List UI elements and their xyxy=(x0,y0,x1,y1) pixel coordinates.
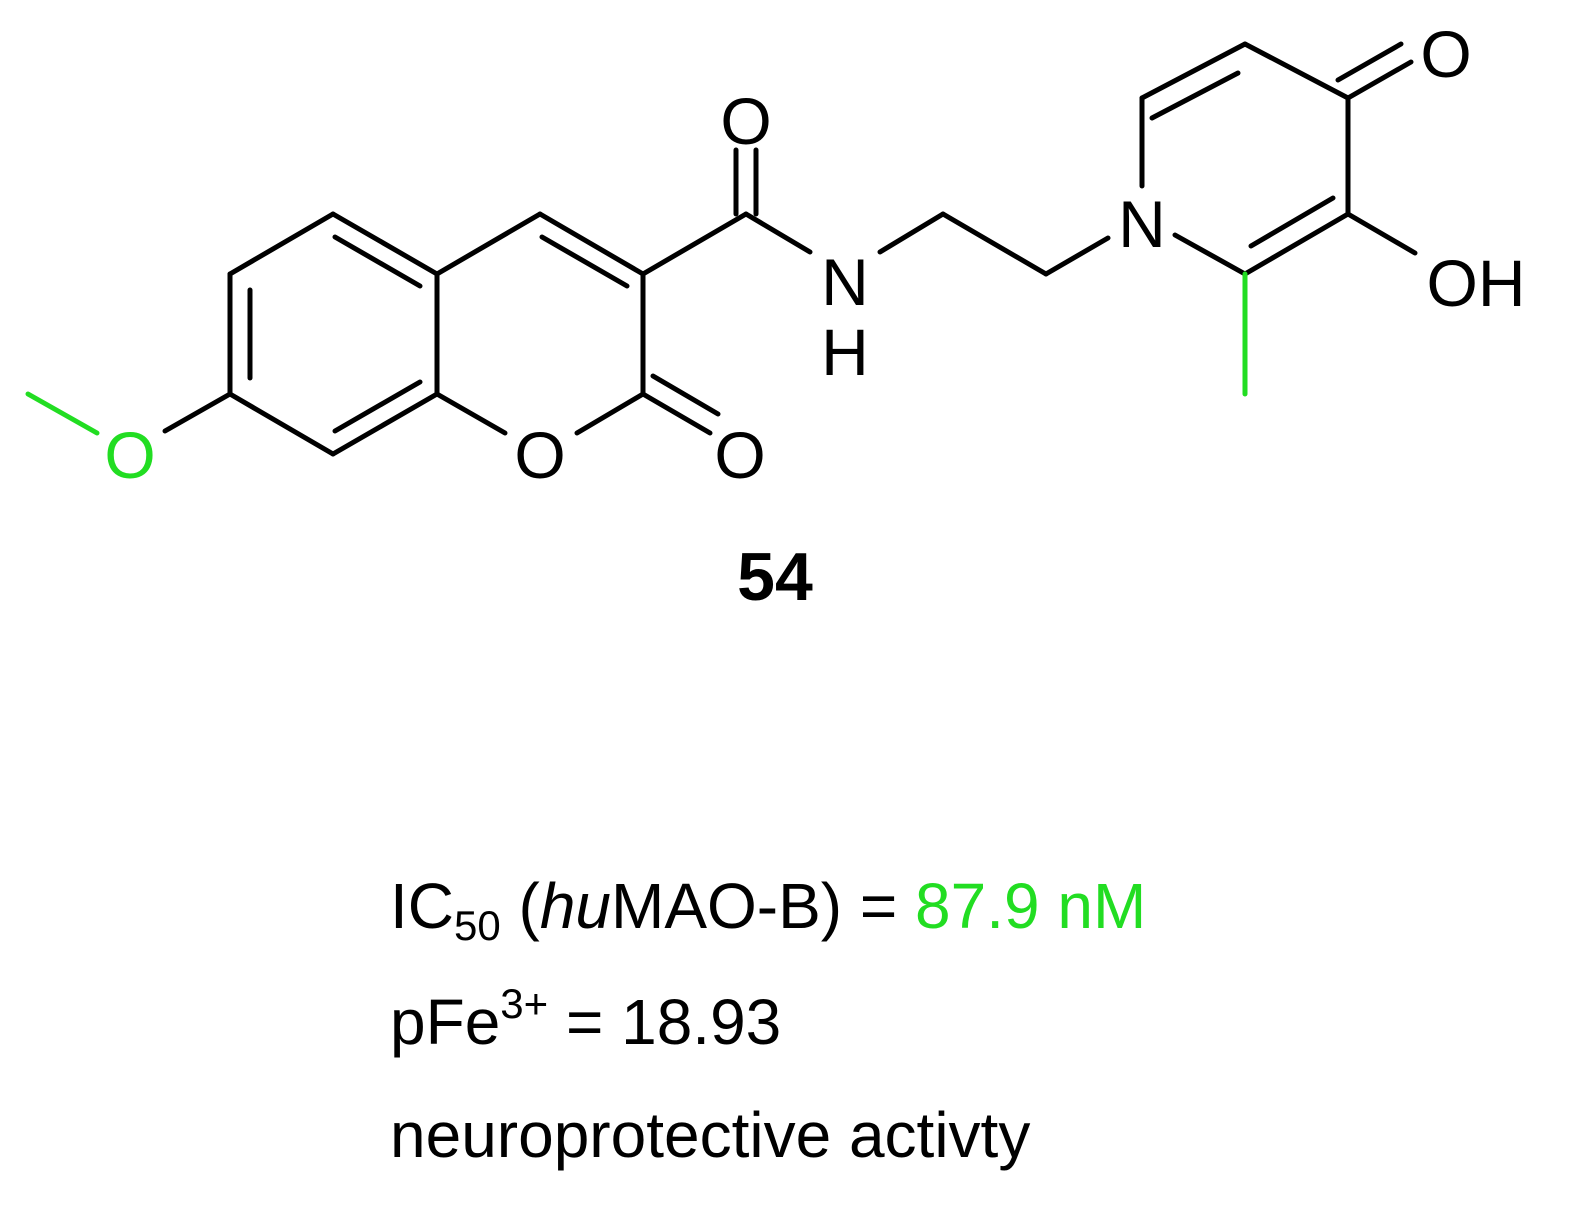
bond xyxy=(434,211,543,277)
ic50-prefix: IC xyxy=(390,870,454,942)
ic50-value: 87.9 nM xyxy=(915,870,1147,942)
ring-oxygen: O xyxy=(514,418,565,492)
bond xyxy=(650,373,721,417)
bond xyxy=(1345,59,1414,101)
lactone-oxygen: O xyxy=(714,418,765,492)
bond xyxy=(574,391,646,436)
bond xyxy=(640,211,749,277)
bond xyxy=(1172,232,1248,277)
amide-oxygen: O xyxy=(720,84,771,158)
hydroxyl-group: OH xyxy=(1427,246,1526,320)
bond xyxy=(1345,211,1418,256)
molecule-structure: O O O O N H N O OH 54 xyxy=(25,17,1526,615)
amide-nitrogen: N xyxy=(821,245,869,319)
amide-hydrogen: H xyxy=(821,315,869,389)
bond xyxy=(1139,41,1248,101)
pfe-value: = 18.93 xyxy=(548,986,782,1058)
bond xyxy=(162,391,233,434)
activity-line: neuroprotective activty xyxy=(390,1099,1031,1171)
bond xyxy=(434,391,508,436)
pfe-line: pFe3+ = 18.93 xyxy=(390,983,781,1055)
bond xyxy=(227,391,336,457)
double-bond-inner xyxy=(539,234,630,289)
bond xyxy=(877,211,946,255)
bonds xyxy=(162,41,1418,457)
pyridinone-nitrogen: N xyxy=(1118,187,1166,261)
pfe-prefix: pFe xyxy=(390,986,501,1058)
bond xyxy=(330,391,440,457)
bond xyxy=(537,211,646,277)
bond xyxy=(1242,211,1351,277)
bond xyxy=(1242,41,1351,101)
ic50-target: MAO-B) = xyxy=(611,870,916,942)
bond xyxy=(1043,235,1111,277)
double-bond-inner xyxy=(332,234,423,289)
double-bond-inner xyxy=(332,379,423,434)
methyl-bond xyxy=(25,391,100,436)
ic50-species: hu xyxy=(539,870,611,942)
methoxy-oxygen: O xyxy=(104,418,155,492)
bond xyxy=(640,391,713,436)
bond xyxy=(227,211,336,277)
pfe-superscript: 3+ xyxy=(500,980,549,1027)
compound-label: 54 xyxy=(737,539,813,615)
ic50-subscript: 50 xyxy=(454,902,501,949)
highlighted-bonds xyxy=(25,271,1248,436)
ic50-open: ( xyxy=(500,870,540,942)
bond xyxy=(940,211,1049,277)
double-bond-inner xyxy=(1248,195,1336,249)
bond xyxy=(1335,41,1404,83)
ketone-oxygen: O xyxy=(1420,17,1471,91)
double-bond-inner xyxy=(1149,70,1241,121)
ic50-line: IC50 (huMAO-B) = 87.9 nM xyxy=(390,874,1146,947)
bond xyxy=(743,211,813,255)
bond xyxy=(330,211,440,277)
